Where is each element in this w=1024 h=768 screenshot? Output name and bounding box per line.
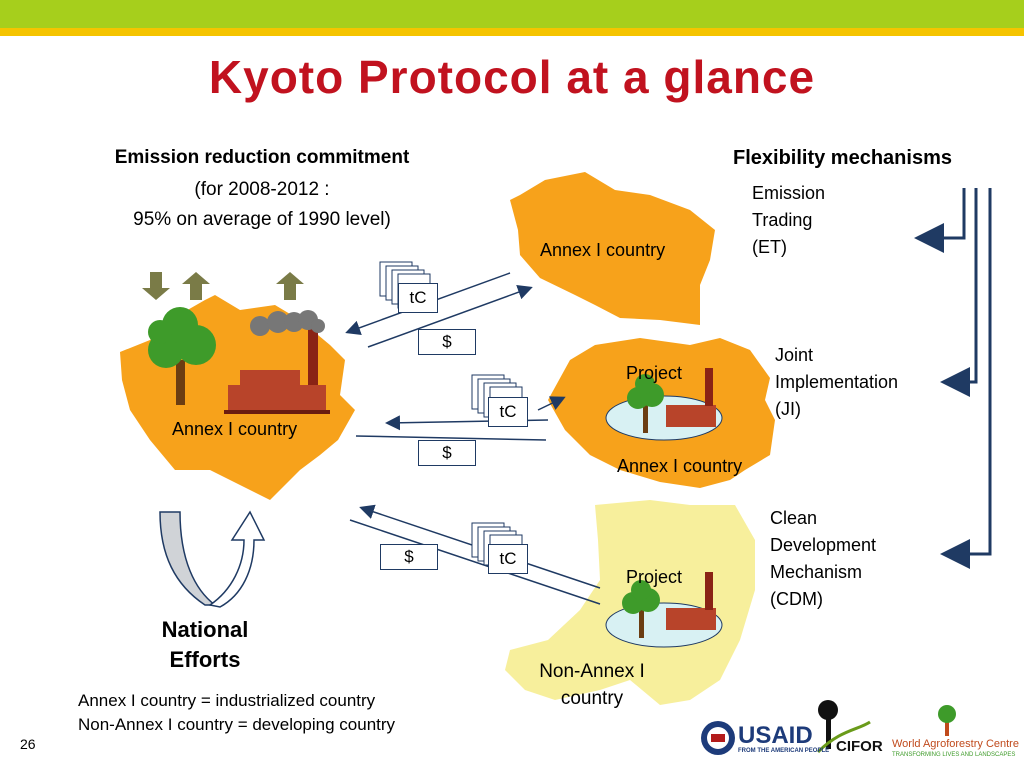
usaid-tagline: FROM THE AMERICAN PEOPLE [738,748,830,754]
non-annex-label-2: country [560,688,624,709]
flexibility-heading: Flexibility mechanisms [733,147,952,169]
cdm-label-line2: Development [770,535,877,555]
legend-line2: Non-Annex I country = developing country [78,715,396,734]
emission-commitment-sub1: (for 2008-2012 : [194,179,330,200]
tc-label-cdm: tC [488,544,528,574]
tc-label-et: tC [398,283,438,313]
cdm-label-line3: Mechanism [770,562,863,582]
national-efforts-arrow-white [208,510,266,608]
national-efforts-label-2: Efforts [169,647,241,672]
emission-commitment-sub2: 95% on average of 1990 level) [133,209,391,230]
legend-line1: Annex I country = industrialized country [78,691,376,710]
annex-map-mid-label: Annex I country [617,456,743,476]
tree-icon-mid [627,374,664,433]
page-number: 26 [20,736,36,752]
national-efforts-label-1: National [161,617,249,642]
project-label-mid: Project [626,363,683,383]
cdm-label-line1: Clean [770,508,818,528]
cifor-logo: CIFOR [836,738,883,755]
non-annex-label-1: Non-Annex I [539,661,645,682]
icraf-tree-icon [938,705,956,736]
cdm-label-line4: (CDM) [770,589,823,609]
et-label-line1: Emission [752,183,826,203]
down-arrow-icon [142,272,170,300]
cdm-flow-tc-arrow [349,519,601,605]
et-label-line3: (ET) [752,237,787,257]
ji-label-line3: (JI) [775,399,801,419]
ji-label-line2: Implementation [775,372,899,392]
usaid-seal-icon [701,721,735,755]
annex-map-top [510,172,715,325]
tree-icon-bottom [622,580,660,638]
emission-commitment-heading: Emission reduction commitment [114,147,410,168]
slide-title: Kyoto Protocol at a glance [208,51,816,103]
annex-map-top-label: Annex I country [540,240,666,260]
up-arrow-icon [182,272,210,300]
ji-flow-dollar-arrow-2 [537,396,566,411]
cifor-tree-icon [816,700,871,754]
et-label-line2: Trading [752,210,813,230]
icraf-tagline: TRANSFORMING LIVES AND LANDSCAPES [892,752,1016,758]
dollar-label-ji: $ [418,440,476,466]
tc-label-ji: tC [488,397,528,427]
factory-icon-mid [666,368,716,427]
tree-icon-left [148,307,216,405]
mechanism-connector-lines [914,188,992,569]
header-yellow-bar [0,28,1024,36]
up-arrow-icon-2 [276,272,304,300]
factory-icon-left [224,325,330,414]
smoke-icon [250,310,325,336]
et-flow-dollar-arrow [367,285,533,348]
dollar-label-cdm: $ [380,544,438,570]
ji-label-line1: Joint [775,345,814,365]
usaid-logo: USAID [738,722,813,749]
annex-map-left-label: Annex I country [172,419,298,439]
ji-flow-dollar-arrow [355,435,547,441]
header-green-bar [0,0,1024,28]
project-label-bottom: Project [626,567,683,587]
national-efforts-arrow-grey [159,511,218,606]
factory-icon-bottom [666,572,716,630]
icraf-logo: World Agroforestry Centre [892,738,1019,750]
dollar-label-et: $ [418,329,476,355]
